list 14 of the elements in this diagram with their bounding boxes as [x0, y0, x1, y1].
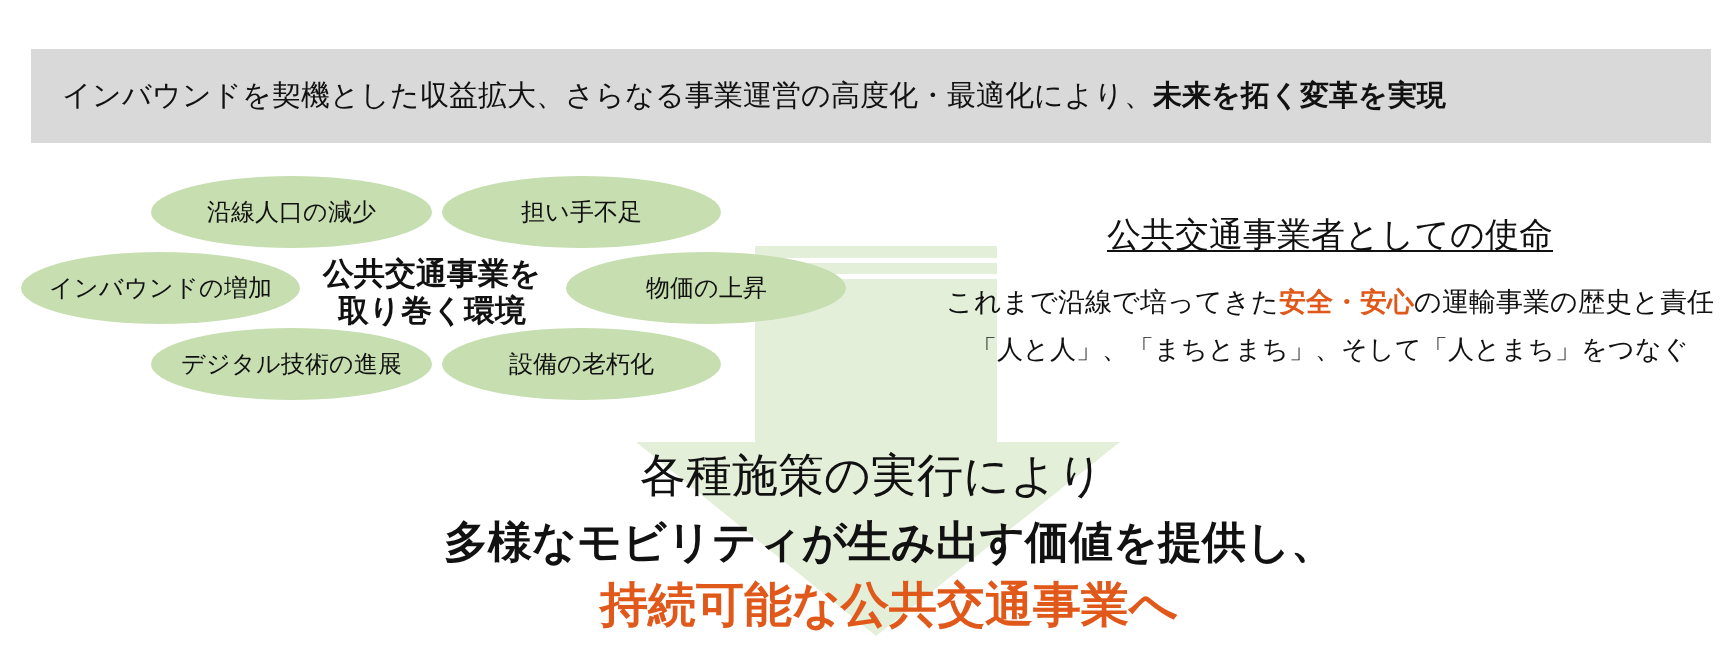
mission-text: 「人と人」、「まちとまち」、そして「人とまち」をつなぐ: [971, 334, 1689, 366]
ellipse-bubble: デジタル技術の進展: [151, 328, 432, 400]
mission-text: これまで沿線で培ってきた安全・安心の運輸事業の歴史と責任: [946, 286, 1714, 319]
ellipse-bubble: 設備の老朽化: [442, 328, 721, 400]
outcome-headline: 多様なモビリティが生み出す価値を提供し、: [443, 516, 1335, 569]
banner: インバウンドを契機とした収益拡大、さらなる事業運営の高度化・最適化により、未来を拓く変革を実現: [31, 49, 1711, 143]
outcome-text: 各種施策の実行により: [640, 448, 1104, 504]
ellipse-bubble: 沿線人口の減少: [151, 176, 432, 248]
center-heading: 公共交通事業を取り巻く環境: [321, 255, 542, 330]
ellipse-bubble: 担い手不足: [442, 176, 721, 248]
ellipse-bubble: インバウンドの増加: [21, 252, 300, 324]
outcome-headline: 持続可能な公共交通事業へ: [600, 576, 1178, 634]
section-heading: 公共交通事業者としての使命: [1107, 214, 1553, 255]
ellipse-bubble: 物価の上昇: [566, 252, 846, 324]
